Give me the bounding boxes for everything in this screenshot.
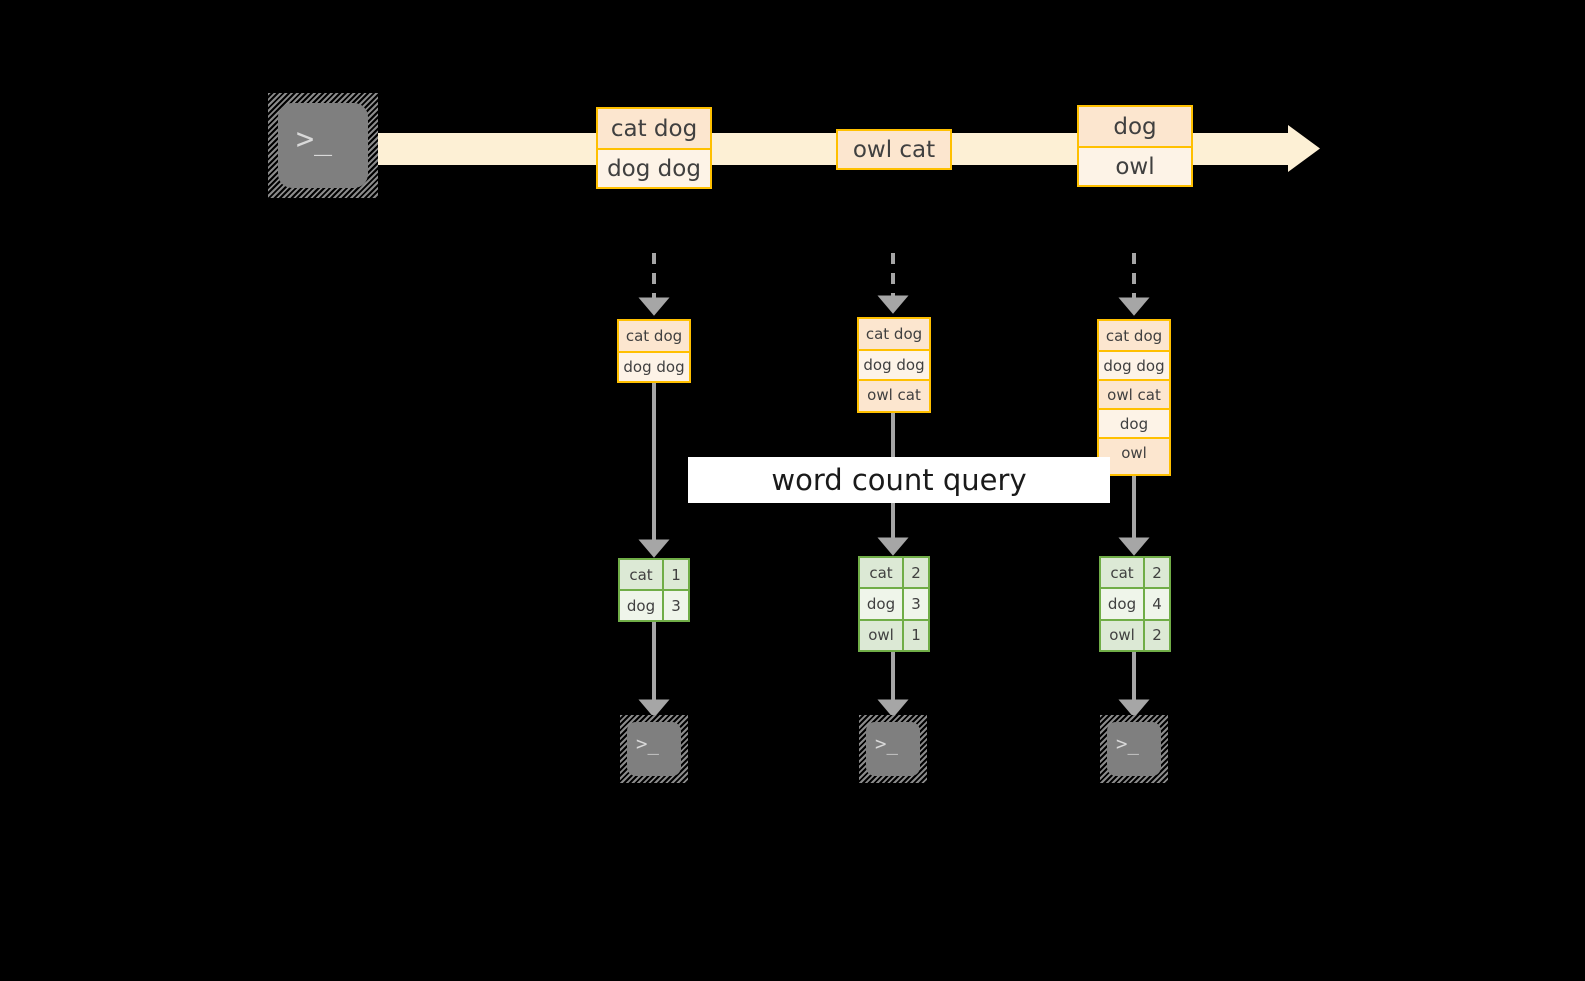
word-count-query-banner: word count query: [688, 457, 1110, 503]
terminal-prompt-glyph: >_: [875, 733, 898, 755]
snapshot-1-count-cell: 1: [664, 560, 688, 589]
stream-message-2-line-1: owl cat: [838, 131, 950, 168]
snapshot-3-input-stack[interactable]: cat dog dog dog owl cat dog owl: [1097, 319, 1171, 476]
stream-message-3-line-2: owl: [1079, 146, 1191, 185]
snapshot-3-result-table[interactable]: cat 2 dog 4 owl 2: [1099, 556, 1171, 652]
terminal-screen: [278, 103, 368, 188]
snapshot-1-consumer-terminal-icon[interactable]: >_: [620, 715, 688, 783]
snapshot-3-input-row: dog dog: [1099, 350, 1169, 379]
stream-tap-connectors: [638, 253, 1150, 316]
table-row: owl 1: [860, 618, 928, 650]
snapshot-2-consumer-terminal-icon[interactable]: >_: [859, 715, 927, 783]
snapshot-2-count-cell: 3: [904, 589, 928, 619]
snapshot-2-word-cell: dog: [860, 589, 904, 619]
producer-terminal-icon[interactable]: >_: [268, 93, 378, 198]
snapshot-2-word-cell: owl: [860, 620, 904, 650]
snapshot-2-result-table[interactable]: cat 2 dog 3 owl 1: [858, 556, 930, 652]
stream-message-1-line-1: cat dog: [598, 109, 710, 148]
table-row: dog 4: [1101, 587, 1169, 619]
snapshot-1-word-cell: dog: [620, 591, 664, 620]
terminal-screen: [1107, 722, 1161, 776]
snapshot-3-word-cell: dog: [1101, 589, 1145, 619]
terminal-prompt-glyph: >_: [296, 122, 333, 157]
snapshot-2-count-cell: 1: [904, 620, 928, 650]
snapshot-1-input-row: cat dog: [619, 321, 689, 351]
snapshot-1-result-table[interactable]: cat 1 dog 3: [618, 558, 690, 622]
snapshot-3-consumer-terminal-icon[interactable]: >_: [1100, 715, 1168, 783]
stream-message-1[interactable]: cat dog dog dog: [596, 107, 712, 189]
table-row: cat 2: [860, 558, 928, 588]
stream-message-1-line-2: dog dog: [598, 148, 710, 187]
snapshot-3-count-cell: 2: [1145, 558, 1169, 588]
snapshot-3-input-row: owl: [1099, 437, 1169, 466]
stream-message-2[interactable]: owl cat: [836, 129, 952, 170]
snapshot-3-word-cell: owl: [1101, 620, 1145, 650]
result-connectors: [638, 622, 1150, 718]
snapshot-3-count-cell: 2: [1145, 620, 1169, 650]
stream-message-3-line-1: dog: [1079, 107, 1191, 146]
snapshot-1-word-cell: cat: [620, 560, 664, 589]
terminal-screen: [866, 722, 920, 776]
snapshot-1-count-cell: 3: [664, 591, 688, 620]
terminal-prompt-glyph: >_: [1116, 733, 1139, 755]
snapshot-3-word-cell: cat: [1101, 558, 1145, 588]
snapshot-3-input-row: owl cat: [1099, 379, 1169, 408]
snapshot-3-input-row: dog: [1099, 408, 1169, 437]
table-row: dog 3: [620, 589, 688, 620]
snapshot-3-count-cell: 4: [1145, 589, 1169, 619]
stream-message-3[interactable]: dog owl: [1077, 105, 1193, 187]
snapshot-2-input-row: owl cat: [859, 379, 929, 409]
table-row: cat 1: [620, 560, 688, 589]
terminal-prompt-glyph: >_: [636, 733, 659, 755]
snapshot-1-input-stack[interactable]: cat dog dog dog: [617, 319, 691, 383]
table-row: cat 2: [1101, 558, 1169, 588]
snapshot-3-input-row: cat dog: [1099, 321, 1169, 350]
table-row: dog 3: [860, 587, 928, 619]
snapshot-2-input-stack[interactable]: cat dog dog dog owl cat: [857, 317, 931, 413]
snapshot-2-count-cell: 2: [904, 558, 928, 588]
snapshot-1-input-row: dog dog: [619, 351, 689, 381]
terminal-screen: [627, 722, 681, 776]
snapshot-2-word-cell: cat: [860, 558, 904, 588]
snapshot-2-input-row: cat dog: [859, 319, 929, 349]
table-row: owl 2: [1101, 618, 1169, 650]
snapshot-2-input-row: dog dog: [859, 349, 929, 379]
